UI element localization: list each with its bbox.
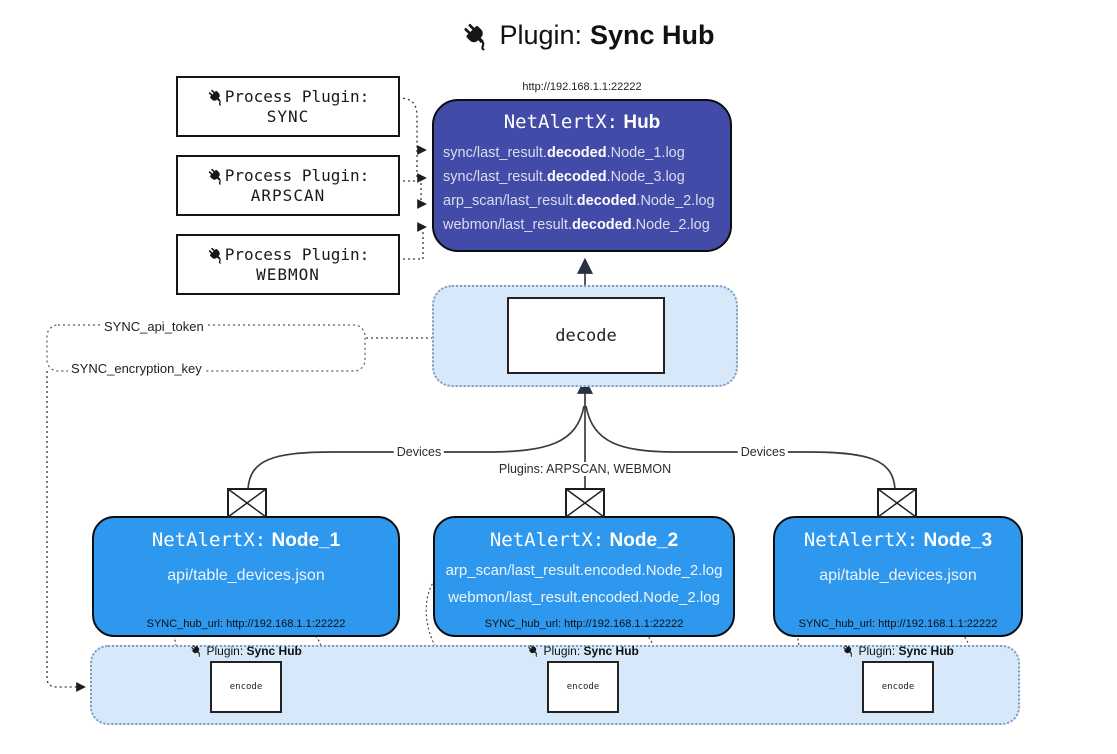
page-title-name: Sync Hub: [590, 20, 715, 50]
plug-icon: [528, 645, 538, 657]
node1-title: NetAlertX: Node_1: [151, 529, 341, 551]
page-title: Plugin: Sync Hub: [461, 20, 715, 51]
encoder2-plugin-label: Plugin: Sync Hub: [498, 644, 668, 658]
plug-icon: [464, 23, 485, 50]
envelope-icon: [227, 488, 267, 518]
node2-title: NetAlertX: Node_2: [489, 529, 679, 551]
node3-box: NetAlertX: Node_3 api/table_devices.json…: [773, 516, 1023, 637]
edge-arpscan-to-hub-log3: [398, 180, 427, 209]
envelope-icon: [565, 488, 605, 518]
devices-left-label: Devices: [393, 445, 445, 459]
hub-log-line: sync/last_result.decoded.Node_1.log: [443, 145, 685, 161]
encode2-box: encode: [547, 661, 619, 713]
node2-file: arp_scan/last_result.encoded.Node_2.log: [445, 562, 723, 579]
hub-log-line: webmon/last_result.decoded.Node_2.log: [443, 217, 710, 233]
sync-encryption-key-label: SYNC_encryption_key: [68, 361, 205, 376]
process-plugin-name: ARPSCAN: [250, 186, 326, 205]
process-plugin-box-arpscan: Process Plugin: ARPSCAN: [176, 155, 400, 216]
plug-icon: [208, 168, 221, 185]
node1-file: api/table_devices.json: [167, 567, 325, 584]
encode3-box: encode: [862, 661, 934, 713]
process-plugin-label: Process Plugin:: [224, 166, 370, 185]
plug-icon: [208, 89, 221, 106]
node3-hub-url: SYNC_hub_url: http://192.168.1.1:22222: [798, 618, 998, 630]
hub-box: NetAlertX: Hub sync/last_result.decoded.…: [432, 99, 732, 252]
devices-right-label: Devices: [737, 445, 789, 459]
decode-box: decode: [507, 297, 665, 374]
node2-box: NetAlertX: Node_2 arp_scan/last_result.e…: [433, 516, 735, 637]
process-plugin-label: Process Plugin:: [224, 87, 370, 106]
node1-hub-url: SYNC_hub_url: http://192.168.1.1:22222: [146, 618, 346, 630]
process-plugin-label: Process Plugin:: [224, 245, 370, 264]
process-plugin-box-sync: Process Plugin: SYNC: [176, 76, 400, 137]
plug-icon: [208, 247, 221, 264]
process-plugin-name: WEBMON: [256, 265, 320, 284]
edge-sync-to-hub-log2: [416, 150, 427, 183]
edge-webmon-to-hub-log4: [398, 222, 427, 260]
hub-log-list: sync/last_result.decoded.Node_1.log sync…: [434, 141, 730, 237]
hub-title-prefix: NetAlertX:: [503, 111, 619, 133]
hub-log-line: arp_scan/last_result.decoded.Node_2.log: [443, 193, 715, 209]
plug-icon: [191, 645, 201, 657]
envelope-icon: [877, 488, 917, 518]
sync-api-token-label: SYNC_api_token: [101, 319, 207, 334]
plugins-edge-label: Plugins: ARPSCAN, WEBMON: [495, 462, 675, 476]
hub-log-line: sync/last_result.decoded.Node_3.log: [443, 169, 685, 185]
hub-url-label: http://192.168.1.1:22222: [522, 81, 642, 93]
encode1-box: encode: [210, 661, 282, 713]
process-plugin-name: SYNC: [266, 107, 310, 126]
page-title-prefix: Plugin:: [499, 20, 583, 50]
edge-sync-to-hub-log1: [397, 97, 427, 155]
encoder3-plugin-label: Plugin: Sync Hub: [813, 644, 983, 658]
hub-title-name: Hub: [623, 112, 661, 133]
encoder1-plugin-label: Plugin: Sync Hub: [161, 644, 331, 658]
node2-file: webmon/last_result.encoded.Node_2.log: [448, 589, 720, 606]
process-plugin-box-webmon: Process Plugin: WEBMON: [176, 234, 400, 295]
node1-box: NetAlertX: Node_1 api/table_devices.json…: [92, 516, 400, 637]
node3-file: api/table_devices.json: [819, 567, 977, 584]
plug-icon: [843, 645, 853, 657]
hub-title: NetAlertX: Hub: [434, 111, 730, 134]
node3-title: NetAlertX: Node_3: [803, 529, 993, 551]
edge-secrets-to-encoders: [46, 371, 86, 692]
node2-hub-url: SYNC_hub_url: http://192.168.1.1:22222: [484, 618, 684, 630]
